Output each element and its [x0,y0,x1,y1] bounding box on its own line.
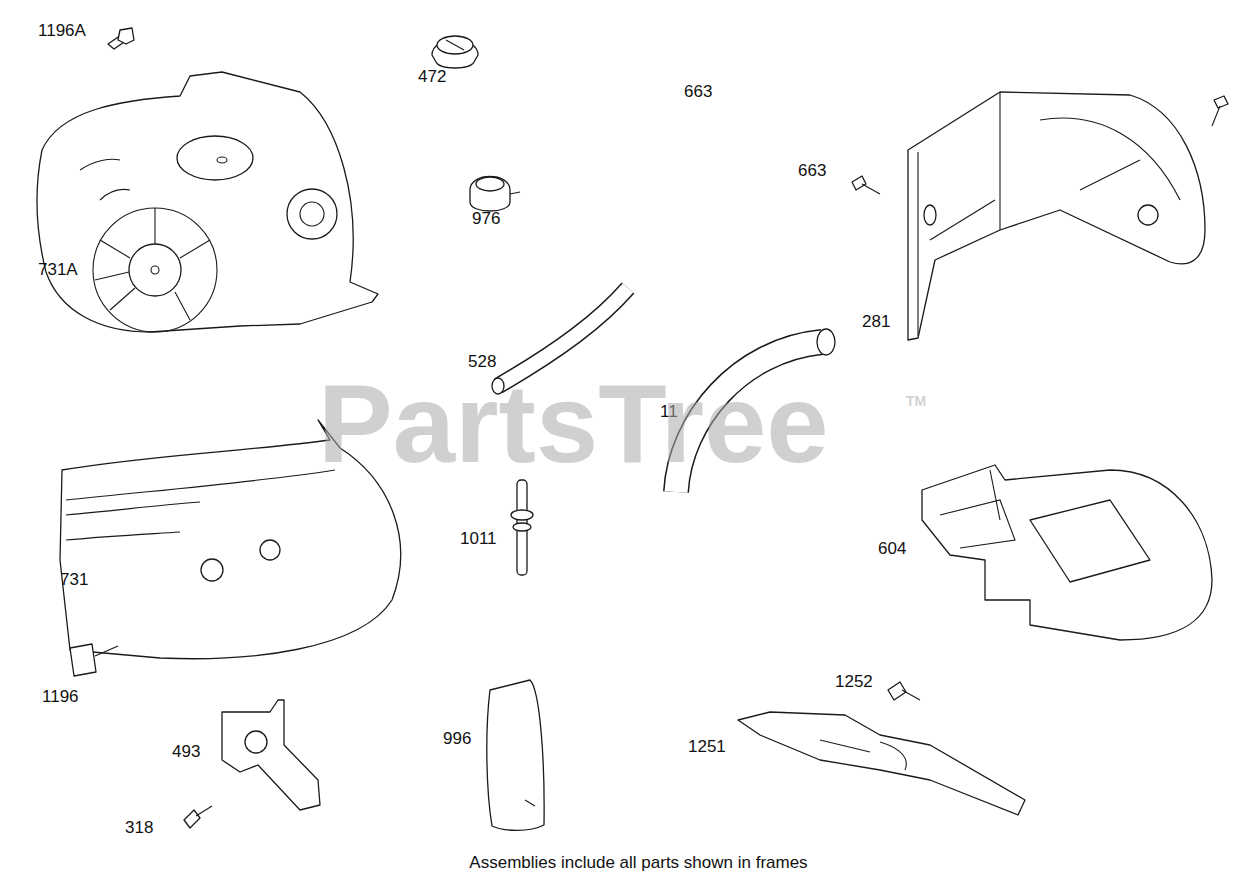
callout-number: 1251 [688,738,726,755]
callout-number: 281 [862,313,890,330]
caption: Assemblies include all parts shown in fr… [469,854,807,871]
callout-number: 1252 [835,673,873,690]
callout-number: 1196 [42,688,79,705]
watermark: TM [906,394,926,408]
callout-number: 731A [38,261,78,278]
callout-number: 493 [172,743,200,760]
watermark: PartsTree [318,368,829,480]
callout-number: 996 [443,730,471,747]
callout-number: 318 [125,819,153,836]
blade [738,712,1025,815]
cap [432,36,478,68]
callout-number: 472 [418,68,446,85]
callout-number: 731 [60,571,88,588]
callout-number: 1196A [38,22,86,39]
callout-number: 663 [684,83,712,100]
shield [908,92,1205,340]
callout-number: 663 [798,162,826,179]
bolt [108,28,134,49]
baffle [922,465,1212,640]
callout-number: 604 [878,540,906,557]
bolt [184,806,212,828]
filter [487,680,544,830]
fitting [511,480,533,575]
screw [852,176,880,194]
blower-housing [37,72,378,332]
callout-number: 976 [472,210,500,227]
screw [888,682,920,700]
knob [70,644,118,676]
grommet [470,177,520,212]
callout-number: 1011 [460,530,497,547]
bracket [222,700,320,810]
screw [1212,96,1228,126]
